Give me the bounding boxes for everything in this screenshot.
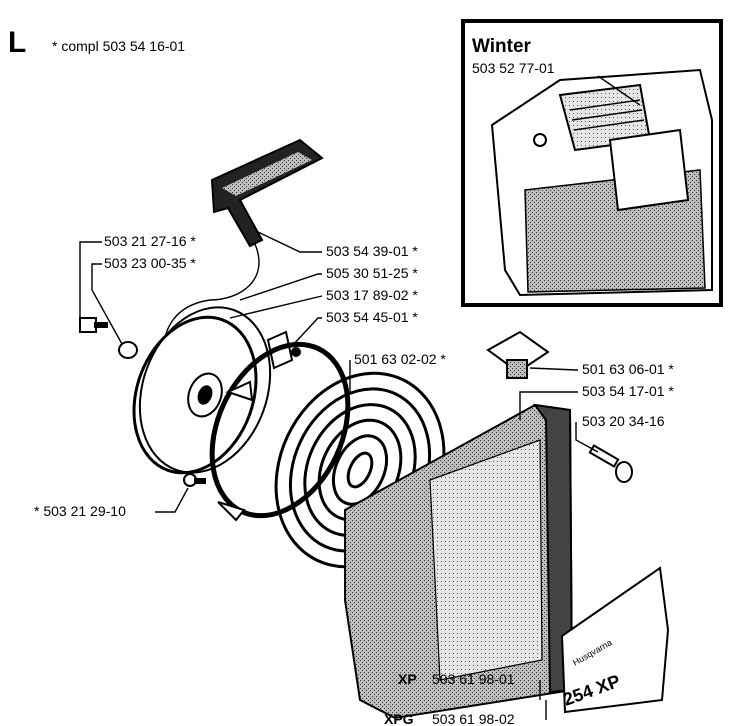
cover-nut xyxy=(486,330,550,379)
callout-503-54-45-01: 503 54 45-01 * xyxy=(326,309,418,325)
pulley-washer xyxy=(118,341,138,359)
starter-cover xyxy=(344,403,574,720)
model-decal: Husqvarna 254 XP xyxy=(561,566,670,714)
variant-xp: XP xyxy=(398,671,417,687)
section-letter: L xyxy=(8,26,26,59)
housing-bolt xyxy=(183,473,206,487)
variant-xpg: XPG xyxy=(384,711,414,726)
callout-503-17-89-02: 503 17 89-02 * xyxy=(326,287,418,303)
pawl-screw xyxy=(291,347,301,357)
inset-part-number: 503 52 77-01 xyxy=(472,60,555,76)
callout-503-54-39-01: 503 54 39-01 * xyxy=(326,243,418,259)
pulley-bolt xyxy=(79,317,108,333)
winter-inset: Winter 503 52 77-01 xyxy=(461,19,723,307)
spring-housing xyxy=(209,341,351,522)
callout-503-20-34-16: 503 20 34-16 xyxy=(582,413,665,429)
callout-503-61-98-02: 503 61 98-02 xyxy=(432,711,515,726)
callout-503-61-98-01: 503 61 98-01 xyxy=(432,671,515,687)
callout-505-30-51-25: 505 30 51-25 * xyxy=(326,265,418,281)
leader-lines xyxy=(79,231,599,720)
callout-503-23-00-35: 503 23 00-35 * xyxy=(104,255,196,271)
callout-501-63-02-02: 501 63 02-02 * xyxy=(354,351,446,367)
starter-handle xyxy=(210,138,324,248)
callout-503-54-17-01: 503 54 17-01 * xyxy=(582,383,674,399)
inset-title: Winter xyxy=(472,36,532,57)
callout-501-63-06-01: 501 63 06-01 * xyxy=(582,361,674,377)
complete-assembly-note: * compl 503 54 16-01 xyxy=(52,38,185,54)
rope-pulley xyxy=(132,306,272,475)
callout-503-21-29-10: * 503 21 29-10 xyxy=(34,503,126,519)
callout-503-21-27-16: 503 21 27-16 * xyxy=(104,233,196,249)
